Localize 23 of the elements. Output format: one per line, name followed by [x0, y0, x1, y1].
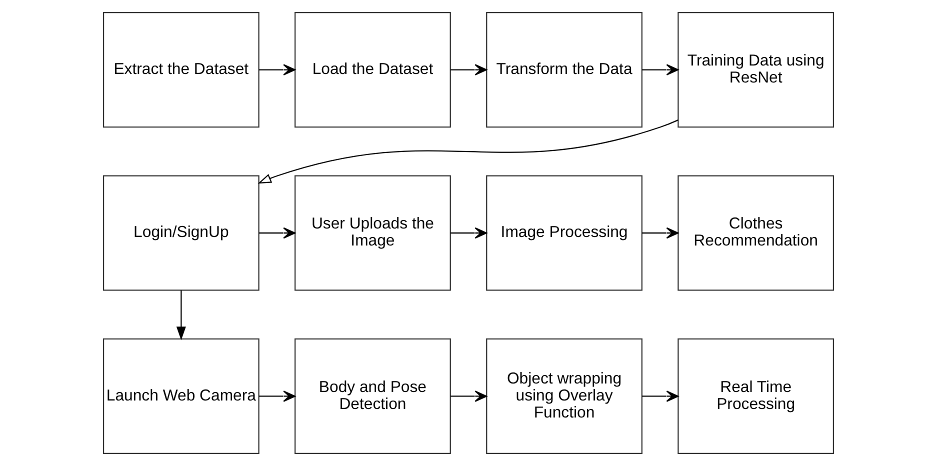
arrow: [450, 64, 488, 76]
node-box: Login/SignUp: [102, 175, 260, 291]
node-box: Image Processing: [486, 175, 642, 291]
node-box: User Uploads the Image: [294, 175, 451, 291]
arrow: [176, 290, 186, 340]
arrow: [259, 64, 296, 76]
arrow: [259, 390, 296, 402]
arrow: [450, 227, 488, 239]
node-box: Load the Dataset: [294, 12, 451, 128]
arrow: [642, 227, 679, 239]
node-box: Transform the Data: [486, 12, 642, 128]
arrow: [450, 390, 488, 402]
node-box: Real Time Processing: [678, 338, 834, 454]
node-box: Training Data using ResNet: [678, 12, 834, 128]
arrow: [259, 227, 296, 239]
node-box: Body and Pose Detection: [294, 338, 451, 454]
arrow: [258, 120, 678, 184]
node-box: Launch Web Camera: [102, 338, 260, 454]
arrow: [642, 390, 679, 402]
arrow: [642, 64, 679, 76]
node-box: Clothes Recommendation: [678, 175, 834, 291]
node-box: Object wrapping using Overlay Function: [486, 338, 642, 454]
node-box: Extract the Dataset: [102, 12, 260, 128]
